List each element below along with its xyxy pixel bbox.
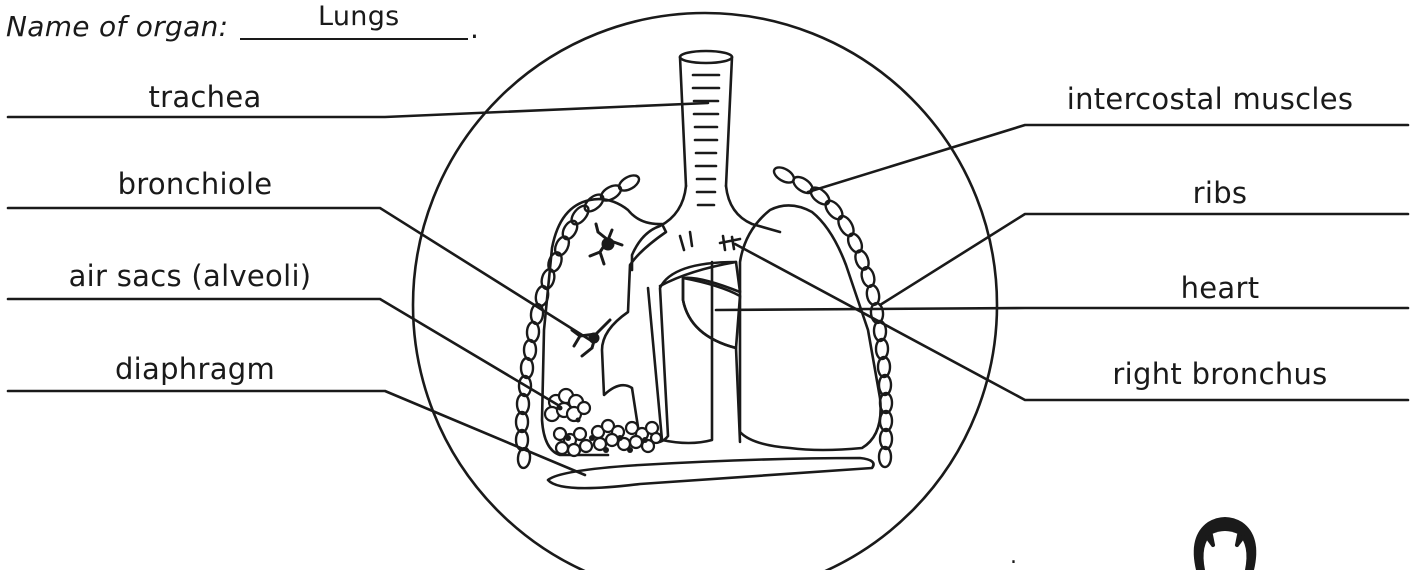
- label-heart: heart: [1100, 271, 1340, 305]
- label-trachea: trachea: [40, 80, 370, 114]
- organ-name-prompt: Name of organ:: [6, 10, 228, 44]
- leader-heart: [716, 308, 1408, 310]
- label-intercostal-muscles: intercostal muscles: [1040, 82, 1380, 116]
- organ-name-terminator: .: [470, 12, 479, 46]
- diaphragm-shape: [548, 458, 874, 488]
- left-ribs: [516, 172, 642, 468]
- leader-diaphragm: [8, 391, 585, 475]
- label-right-bronchus: right bronchus: [1060, 357, 1380, 391]
- right-lung-outline: [740, 205, 881, 450]
- trachea-shape: [680, 51, 732, 205]
- label-bronchiole: bronchiole: [30, 167, 360, 201]
- label-air-sacs: air sacs (alveoli): [20, 259, 360, 293]
- organ-name-blank-line: [240, 38, 468, 40]
- label-diaphragm: diaphragm: [30, 352, 360, 386]
- right-ribs: [771, 164, 892, 467]
- air-sacs-clusters: [545, 389, 661, 456]
- label-ribs: ribs: [1100, 176, 1340, 210]
- organ-name-answer: Lungs: [318, 0, 400, 34]
- stray-mark: .: [1010, 540, 1017, 574]
- bronchiole-branches: [572, 224, 622, 356]
- diagram-circle-frame: [413, 13, 997, 570]
- brand-logo-icon: [1194, 517, 1257, 570]
